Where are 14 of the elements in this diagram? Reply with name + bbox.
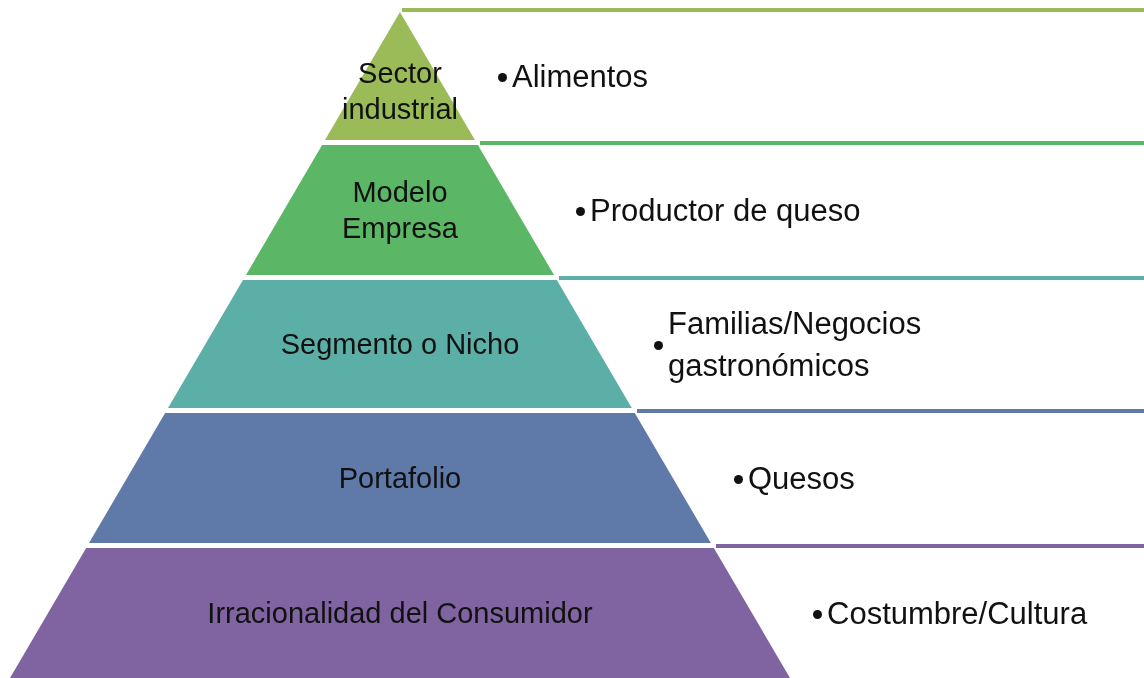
- pyramid-level: [89, 413, 711, 543]
- pyramid-level: [10, 548, 790, 678]
- bullet-text: Quesos: [748, 460, 856, 498]
- level-label: Segmento o Nicho: [279, 327, 521, 362]
- pyramid-level: [168, 280, 632, 408]
- level-label: Modelo Empresa: [340, 175, 459, 246]
- bullet-text: Costumbre/Cultura: [827, 595, 1089, 633]
- level-label: Irracionalidad del Consumidor: [206, 596, 594, 631]
- bullet-text: Productor de queso: [590, 192, 862, 230]
- pyramid-level: [246, 145, 554, 275]
- bullet-text: Familias/Negocios gastronómicos: [668, 305, 923, 385]
- bullet-text: Alimentos: [512, 58, 650, 96]
- level-label: Portafolio: [337, 461, 463, 496]
- pyramid-level: [325, 12, 475, 140]
